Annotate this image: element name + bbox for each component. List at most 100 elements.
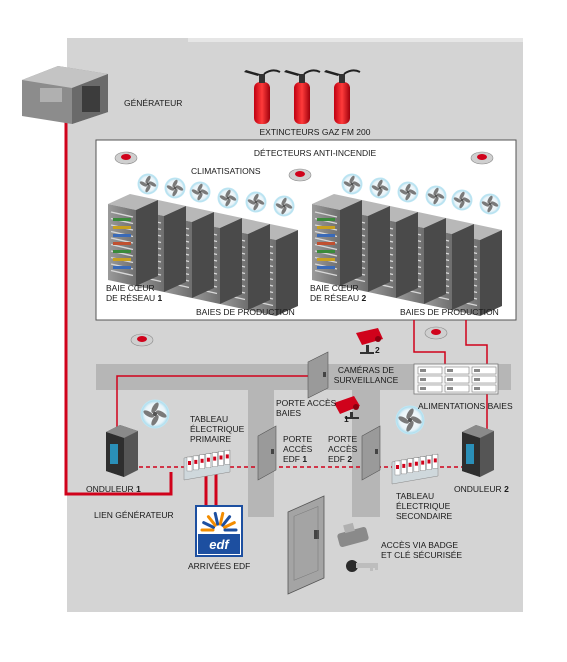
power-supply-unit-icon [471,384,497,393]
ups-1-label: ONDULEUR 1 [86,484,141,494]
cameras-label-line2: SURVEILLANCE [333,375,399,385]
door-baies-label-line1: PORTE ACCÈS [276,398,337,408]
rack2-label-line2: DE RÉSEAU 2 [310,293,366,303]
ups-1-label-text: ONDULEUR [86,484,134,494]
camera-1-number: 1 [344,414,349,424]
generator-label: GÉNÉRATEUR [124,98,183,108]
air-conditioning-fan-icon [189,181,211,203]
smoke-detector-icon [424,326,448,340]
camera-2-number: 2 [375,345,380,355]
badge-access-label: ACCÈS VIA BADGE ET CLÉ SÉCURISÉE [381,540,462,560]
air-conditioning-fan-icon [164,177,186,199]
air-conditioning-fan-icon [451,189,473,211]
extinguisher-room [188,38,523,140]
primary-electrical-panel-icon [183,449,231,481]
power-supply-unit-icon [444,375,470,384]
generator-link-line [64,118,173,496]
ups-1-number: 1 [136,484,141,494]
door-edf1-number: 1 [302,454,308,464]
extinguisher-icon [244,69,281,124]
fans-group [137,173,501,435]
main-door-icon [287,495,325,595]
air-conditioning-fan-icon [425,185,447,207]
rack1-label: BAIE CŒUR DE RÉSEAU 1 [106,283,162,303]
secondary-panel-label: TABLEAU ÉLECTRIQUE SECONDAIRE [396,491,452,521]
air-conditioning-fan-icon [217,187,239,209]
badge-reader-icon [337,522,369,547]
power-supply-unit-icon [444,384,470,393]
door-baies-label: PORTE ACCÈS BAIES [276,398,336,418]
extinguishers-label: EXTINCTEURS GAZ FM 200 [259,127,371,137]
rack2-number: 2 [361,293,367,303]
badge-access-label-line2: ET CLÉ SÉCURISÉE [381,550,463,560]
door-edf2-label: PORTE ACCÈS EDF 2 [328,434,357,464]
air-conditioning-fan-icon [245,191,267,213]
rack2-label-text: DE RÉSEAU [310,293,360,303]
secondary-panel-label-line2: ÉLECTRIQUE [396,501,451,511]
electrical-panels [183,449,439,485]
door-edf1-label: PORTE ACCÈS EDF 1 [283,434,312,464]
smoke-detector-icon [470,151,494,165]
rack1-label-text: DE RÉSEAU [106,293,156,303]
air-conditioning-fan-icon [479,193,501,215]
camera-1-icon [334,396,360,419]
rack1-label-line1: BAIE CŒUR [106,283,155,293]
door-edf2-label-line2: ACCÈS [328,444,358,454]
power-supply-unit-icon [417,384,443,393]
ups-2-icon [462,425,494,477]
ups-2-number: 2 [504,484,509,494]
air-conditioning-fan-icon [397,181,419,203]
top-wall [188,38,523,42]
air-conditioning-fan-icon [273,195,295,217]
power-line-ups1 [116,375,310,430]
secondary-panel-label-line1: TABLEAU [396,491,435,501]
power-supply-unit-icon [417,375,443,384]
secondary-panel-label-line3: SECONDAIRE [396,511,453,521]
extinguisher-icon [324,69,361,124]
door-edf2-number: 2 [347,454,353,464]
cameras-label-line1: CAMÉRAS DE [337,365,395,375]
production-racks-right-label: BAIES DE PRODUCTION [400,307,499,317]
air-conditioning-fan-icon [369,177,391,199]
network-core-rack-icon [108,194,158,286]
door-edf1-label-text: EDF [283,454,300,464]
cameras-label: CAMÉRAS DE SURVEILLANCE [326,365,406,385]
door-edf1-label-line2: ACCÈS [283,444,313,454]
power-supply-unit-icon [471,375,497,384]
network-core-rack-icon [312,194,362,286]
power-line-rack [413,320,446,370]
svg-text:edf: edf [209,537,230,552]
air-conditioning-fan-icon [140,399,170,429]
badge-access-label-line1: ACCÈS VIA BADGE [381,540,458,550]
detectors-label: DÉTECTEURS ANTI-INCENDIE [253,148,377,158]
primary-panel-label: TABLEAU ÉLECTRIQUE PRIMAIRE [190,414,244,444]
door-baies-icon [307,351,329,399]
air-conditioning-fan-icon [395,405,425,435]
power-supply-unit-icon [444,366,470,375]
door-edf1-icon [257,425,277,481]
power-supply-unit-icon [471,366,497,375]
door-edf1-label-line3: EDF 1 [283,454,312,464]
generator-link-label: LIEN GÉNÉRATEUR [94,510,174,520]
smoke-detector-icon [114,151,138,165]
door-baies-label-line2: BAIES [276,408,302,418]
racks-group [108,194,502,316]
door-edf2-icon [361,425,381,481]
edf-logo: edf [195,505,243,557]
door-edf2-label-line3: EDF 2 [328,454,357,464]
power-supplies-label: ALIMENTATIONS BAIES [418,401,513,411]
door-edf1-label-line1: PORTE [283,434,313,444]
door-edf2-label-text: EDF [328,454,345,464]
ups-2-label-text: ONDULEUR [454,484,502,494]
climatisations-label: CLIMATISATIONS [191,166,261,176]
camera-2-icon [356,328,383,354]
production-racks-left-label: BAIES DE PRODUCTION [196,307,295,317]
extinguishers-group [244,69,361,124]
rack2-label-line1: BAIE CŒUR [310,283,359,293]
smoke-detector-icon [130,333,154,347]
generator-icon [22,66,108,124]
rack2-label: BAIE CŒUR DE RÉSEAU 2 [310,283,366,303]
door-edf2-label-line1: PORTE [328,434,358,444]
